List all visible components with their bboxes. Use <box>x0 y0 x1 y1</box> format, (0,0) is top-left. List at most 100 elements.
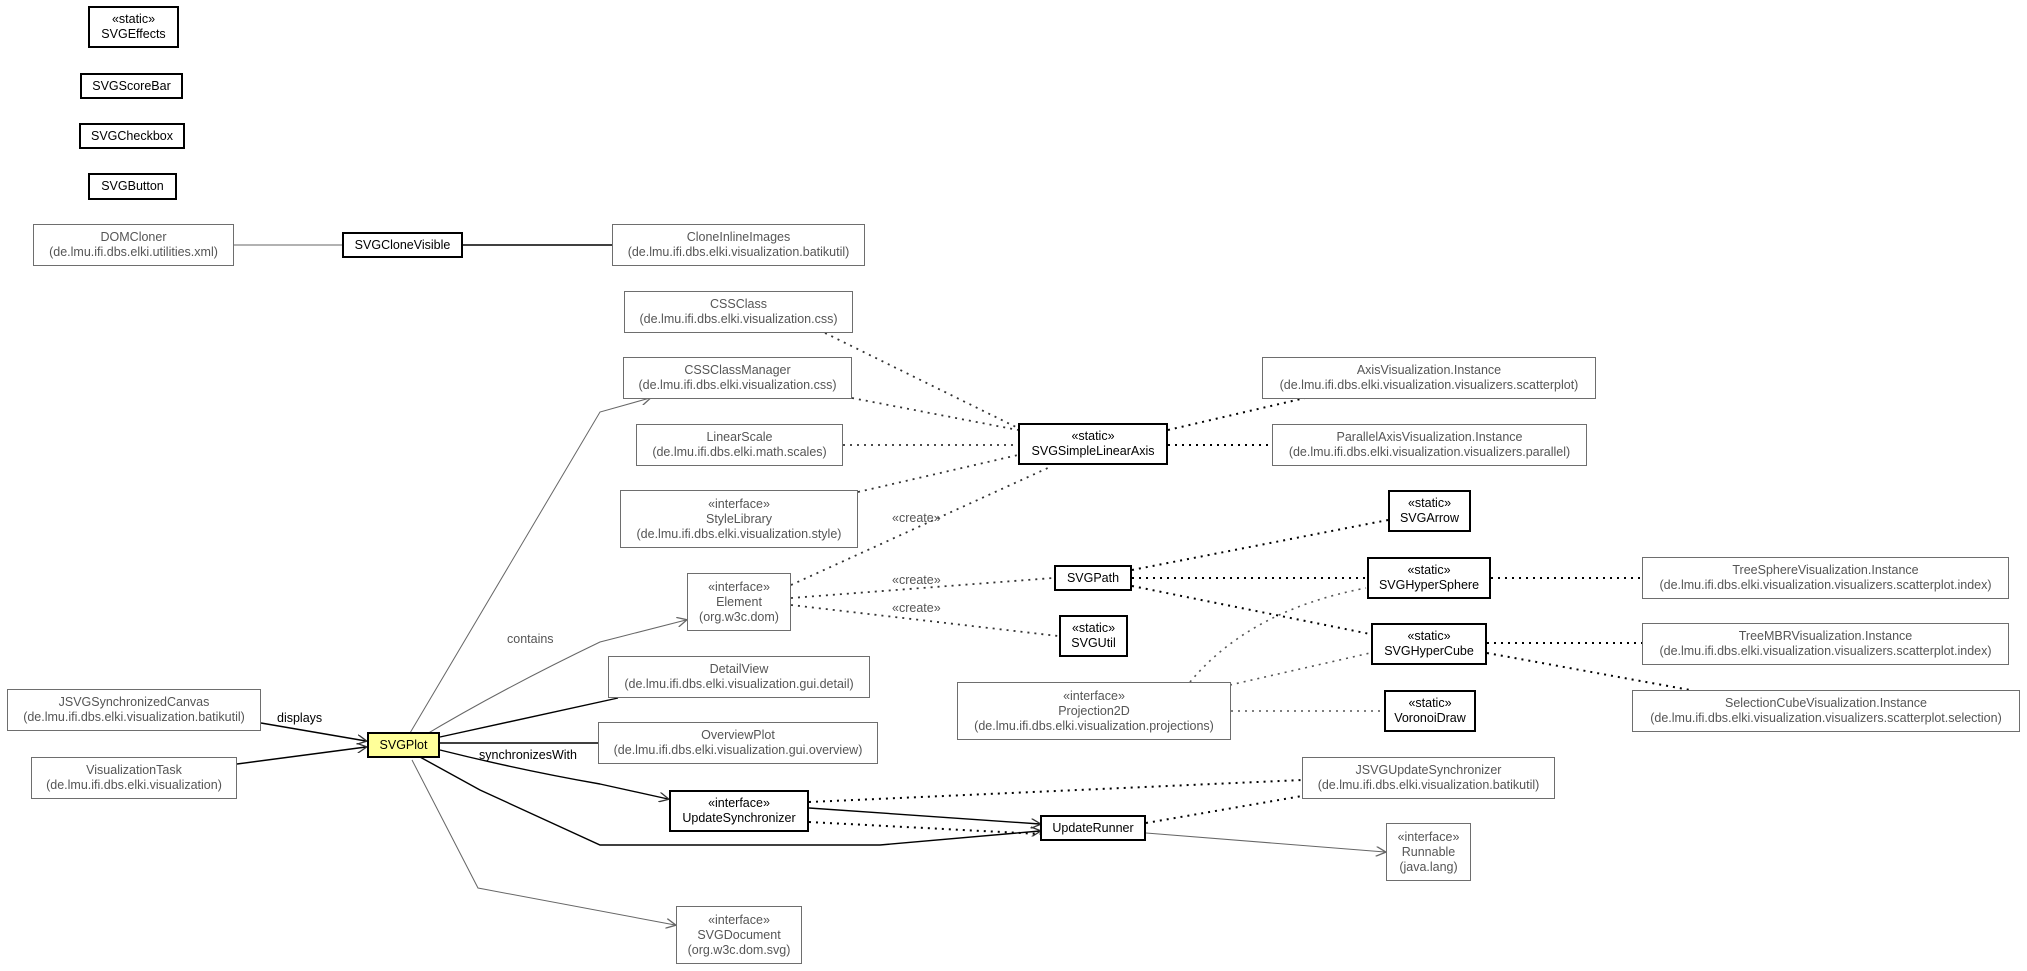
node-linearscale[interactable]: LinearScale (de.lmu.ifi.dbs.elki.math.sc… <box>636 424 843 466</box>
class-name: SVGHyperSphere <box>1378 578 1480 592</box>
edge-updatesync-jsvgupdatesync <box>808 779 1303 803</box>
stereotype: «interface» <box>708 796 770 810</box>
node-element[interactable]: «interface» Element (org.w3c.dom) <box>687 573 791 631</box>
edge-axis-axisvis <box>1167 397 1306 431</box>
package-name: (de.lmu.ifi.dbs.elki.math.scales) <box>652 445 827 459</box>
edge-stylelibrary-axis <box>857 454 1019 493</box>
class-name: VoronoiDraw <box>1394 711 1466 725</box>
class-name: SVGUtil <box>1071 636 1116 650</box>
node-jsvgsynccanvas[interactable]: JSVGSynchronizedCanvas (de.lmu.ifi.dbs.e… <box>7 689 261 731</box>
node-runnable[interactable]: «interface» Runnable (java.lang) <box>1386 823 1471 881</box>
package-name: (de.lmu.ifi.dbs.elki.visualization.batik… <box>627 245 850 259</box>
stereotype: «static» <box>1407 629 1451 643</box>
class-name: SVGCloneVisible <box>354 237 451 252</box>
node-svghypersphere[interactable]: «static» SVGHyperSphere <box>1367 557 1491 599</box>
node-svgutil[interactable]: «static» SVGUtil <box>1059 615 1128 657</box>
edge-label-contains: contains <box>507 632 554 646</box>
package-name: (de.lmu.ifi.dbs.elki.visualization.visua… <box>1659 644 1992 658</box>
node-parallelaxis[interactable]: ParallelAxisVisualization.Instance (de.l… <box>1272 424 1587 466</box>
package-name: (de.lmu.ifi.dbs.elki.visualization.css) <box>638 378 837 392</box>
node-jsvgupdatesync[interactable]: JSVGUpdateSynchronizer (de.lmu.ifi.dbs.e… <box>1302 757 1555 799</box>
node-svgdocument[interactable]: «interface» SVGDocument (org.w3c.dom.svg… <box>676 906 802 964</box>
node-cloneinlineimages[interactable]: CloneInlineImages (de.lmu.ifi.dbs.elki.v… <box>612 224 865 266</box>
package-name: (de.lmu.ifi.dbs.elki.visualization.batik… <box>23 710 245 724</box>
class-name: UpdateRunner <box>1052 820 1134 835</box>
class-name: JSVGSynchronizedCanvas <box>58 695 210 709</box>
stereotype: «interface» <box>1063 688 1125 703</box>
node-treesphere[interactable]: TreeSphereVisualization.Instance (de.lmu… <box>1642 557 2009 599</box>
class-name: DOMCloner <box>100 230 167 244</box>
package-name: (de.lmu.ifi.dbs.elki.visualization.gui.d… <box>624 677 854 691</box>
class-name: Runnable <box>1401 844 1456 859</box>
node-vistask[interactable]: VisualizationTask (de.lmu.ifi.dbs.elki.v… <box>31 757 237 799</box>
class-name: UpdateSynchronizer <box>682 811 796 825</box>
node-svgscorebar[interactable]: SVGScoreBar <box>80 73 183 99</box>
stereotype: «static» <box>1071 429 1115 443</box>
edge-label-create-svgpath: «create» <box>892 573 941 587</box>
stereotype: «static» <box>111 12 156 26</box>
node-treembr[interactable]: TreeMBRVisualization.Instance (de.lmu.if… <box>1642 623 2009 665</box>
node-domcloner[interactable]: DOMCloner (de.lmu.ifi.dbs.elki.utilities… <box>33 224 234 266</box>
edge-svgplot-updaterunner <box>419 756 1040 846</box>
class-name: SVGScoreBar <box>92 78 171 93</box>
edge-svgplot-detailview <box>439 697 619 738</box>
edge-cssclassmanager-axis <box>851 397 1019 431</box>
edge-svgpath-svgarrow <box>1131 519 1389 571</box>
class-name: AxisVisualization.Instance <box>1356 363 1502 377</box>
class-name: SVGPlot <box>379 737 428 752</box>
class-name: SVGButton <box>101 179 164 193</box>
node-overviewplot[interactable]: OverviewPlot (de.lmu.ifi.dbs.elki.visual… <box>598 722 878 764</box>
edge-svgplot-cssclassmanager <box>409 398 650 734</box>
package-name: (de.lmu.ifi.dbs.elki.visualization.visua… <box>1288 445 1571 459</box>
edge-vistask-svgplot <box>236 747 366 765</box>
node-selectioncube[interactable]: SelectionCubeVisualization.Instance (de.… <box>1632 690 2020 732</box>
node-stylelibrary[interactable]: «interface» StyleLibrary (de.lmu.ifi.dbs… <box>620 490 858 548</box>
package-name: (de.lmu.ifi.dbs.elki.visualization.proje… <box>974 718 1214 733</box>
package-name: (de.lmu.ifi.dbs.elki.visualization.css) <box>639 312 838 326</box>
node-cssclassmanager[interactable]: CSSClassManager (de.lmu.ifi.dbs.elki.vis… <box>623 357 852 399</box>
edge-updatesync-updaterunner-dotted <box>808 821 1041 835</box>
node-svgpath[interactable]: SVGPath <box>1054 565 1132 591</box>
edge-updatesync-updaterunner <box>808 807 1040 824</box>
stereotype: «static» <box>1408 696 1452 710</box>
edge-element-svgutil <box>790 604 1059 637</box>
edge-svgplot-svgdocument <box>411 759 675 925</box>
node-projection2d[interactable]: «interface» Projection2D (de.lmu.ifi.dbs… <box>957 682 1231 740</box>
class-name: Element <box>716 594 762 609</box>
class-name: Projection2D <box>1058 703 1130 718</box>
class-name: SVGCheckbox <box>91 128 173 143</box>
stereotype: «interface» <box>708 496 770 511</box>
edge-updaterunner-jsvgupdatesync <box>1145 795 1303 824</box>
node-svghypercube[interactable]: «static» SVGHyperCube <box>1371 623 1487 665</box>
node-svgclonevisible[interactable]: SVGCloneVisible <box>342 232 463 258</box>
class-name: SVGPath <box>1066 570 1120 585</box>
class-name: TreeMBRVisualization.Instance <box>1738 629 1913 643</box>
node-svgarrow[interactable]: «static» SVGArrow <box>1388 490 1471 532</box>
node-detailview[interactable]: DetailView (de.lmu.ifi.dbs.elki.visualiz… <box>608 656 870 698</box>
node-svgplot[interactable]: SVGPlot <box>367 732 440 758</box>
edge-jsvgsynccanvas-svgplot <box>260 722 366 741</box>
class-name: VisualizationTask <box>86 763 182 777</box>
node-cssclass[interactable]: CSSClass (de.lmu.ifi.dbs.elki.visualizat… <box>624 291 853 333</box>
node-svgsimplelinearaxis[interactable]: «static» SVGSimpleLinearAxis <box>1018 423 1168 465</box>
stereotype: «interface» <box>1397 829 1460 844</box>
class-name: CSSClass <box>710 297 767 311</box>
class-name: SVGHyperCube <box>1384 644 1474 658</box>
edge-label-displays: displays <box>277 711 323 725</box>
node-updaterunner[interactable]: UpdateRunner <box>1040 815 1146 841</box>
node-voronoidraw[interactable]: «static» VoronoiDraw <box>1384 690 1476 732</box>
class-name: JSVGUpdateSynchronizer <box>1355 763 1502 777</box>
node-svgeffects[interactable]: «static» SVGEffects <box>88 6 179 48</box>
node-svgcheckbox[interactable]: SVGCheckbox <box>79 123 185 149</box>
package-name: (de.lmu.ifi.dbs.elki.visualization.batik… <box>1317 778 1540 792</box>
edge-label-create-svgutil: «create» <box>892 601 941 615</box>
class-name: DetailView <box>709 662 769 676</box>
node-updatesync[interactable]: «interface» UpdateSynchronizer <box>669 790 809 832</box>
stereotype: «static» <box>1071 621 1116 635</box>
class-name: ParallelAxisVisualization.Instance <box>1336 430 1523 444</box>
class-name: SVGSimpleLinearAxis <box>1031 444 1155 458</box>
edge-label-synchronizes-with: synchronizesWith <box>479 748 577 762</box>
node-svgbutton[interactable]: SVGButton <box>88 173 177 200</box>
node-axisvis[interactable]: AxisVisualization.Instance (de.lmu.ifi.d… <box>1262 357 1596 399</box>
edge-projection2d-hypersphere <box>1189 587 1367 683</box>
